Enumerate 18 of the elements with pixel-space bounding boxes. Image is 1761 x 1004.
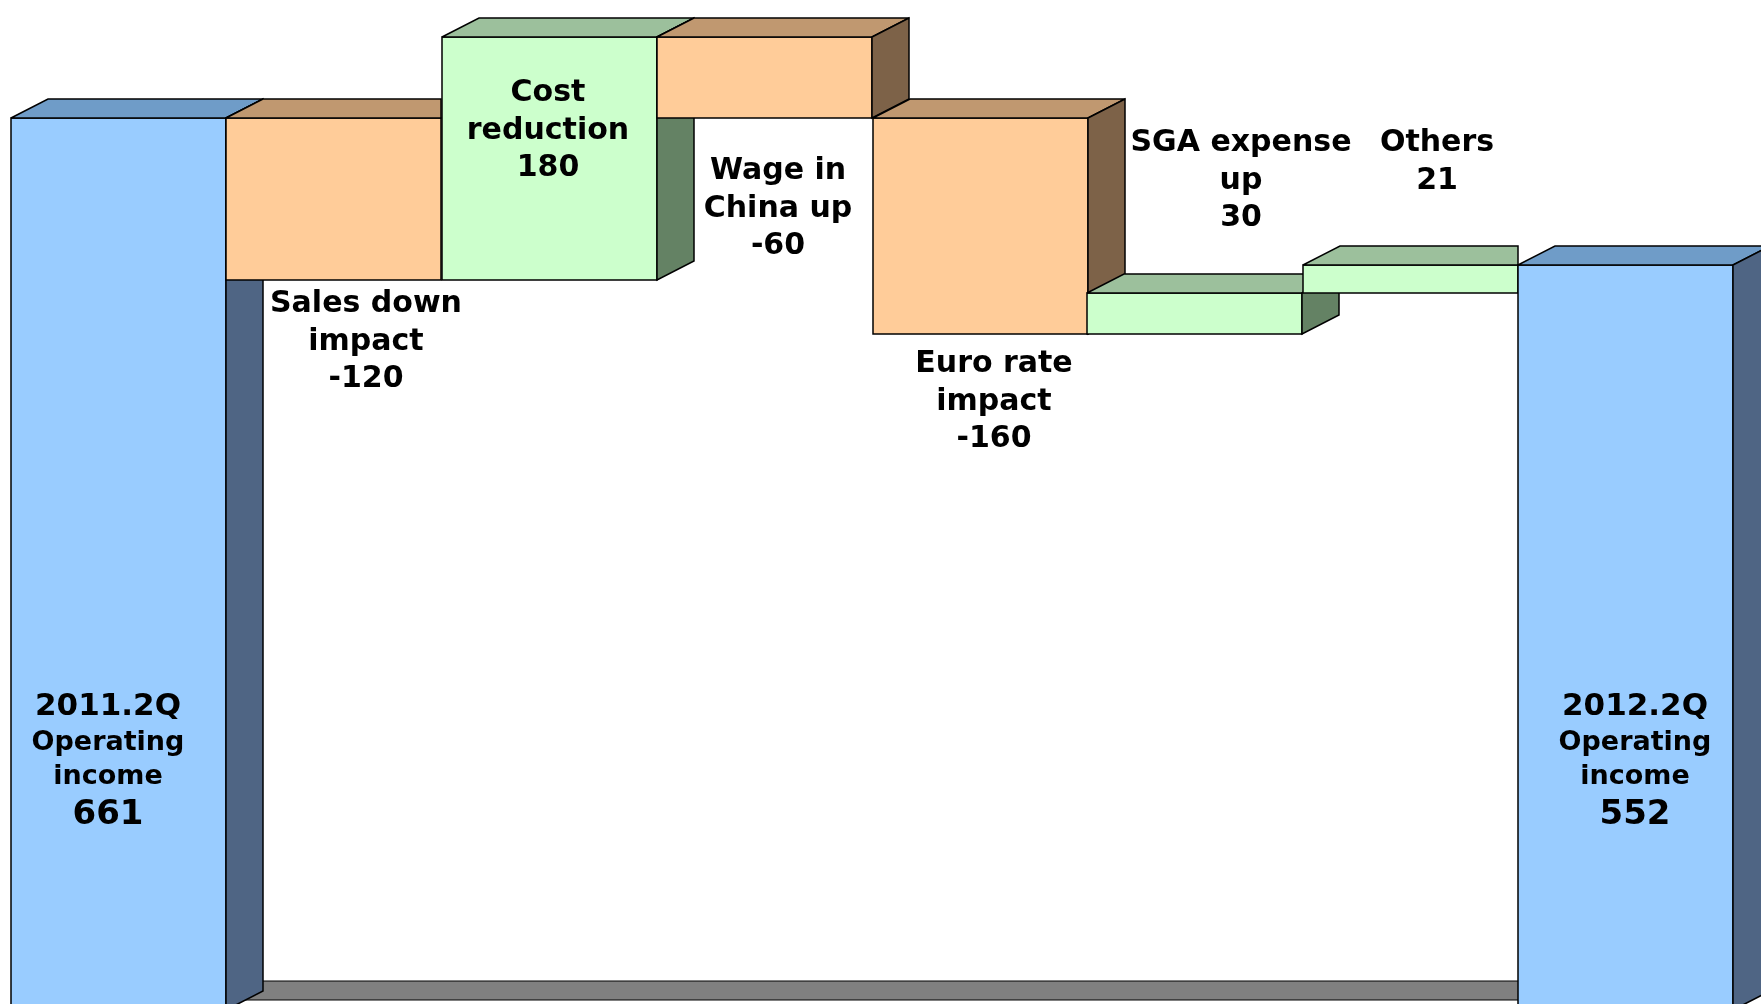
value-label: -60 — [750, 225, 806, 263]
value-label: 661 — [72, 791, 144, 834]
bar-label: 2011.2Q — [35, 685, 181, 724]
value-label: 30 — [1220, 197, 1262, 235]
bar-label: Sales down impact — [269, 283, 463, 358]
value-label: 180 — [516, 147, 580, 185]
bar-label: Cost reduction — [465, 72, 631, 147]
bar-label: Operating income — [1557, 723, 1713, 792]
bar-label: Euro rate impact — [914, 343, 1074, 418]
bar-label: Operating income — [30, 723, 186, 792]
bar-label: Wage in China up — [702, 150, 854, 225]
bar-label: SGA expense up — [1129, 122, 1353, 197]
value-label: -160 — [956, 418, 1032, 456]
value-label: 21 — [1416, 159, 1458, 197]
value-label: 552 — [1599, 791, 1671, 834]
bar-label: Others — [1379, 122, 1495, 160]
value-label: -120 — [328, 358, 404, 396]
bar-label: 2012.2Q — [1562, 685, 1708, 724]
